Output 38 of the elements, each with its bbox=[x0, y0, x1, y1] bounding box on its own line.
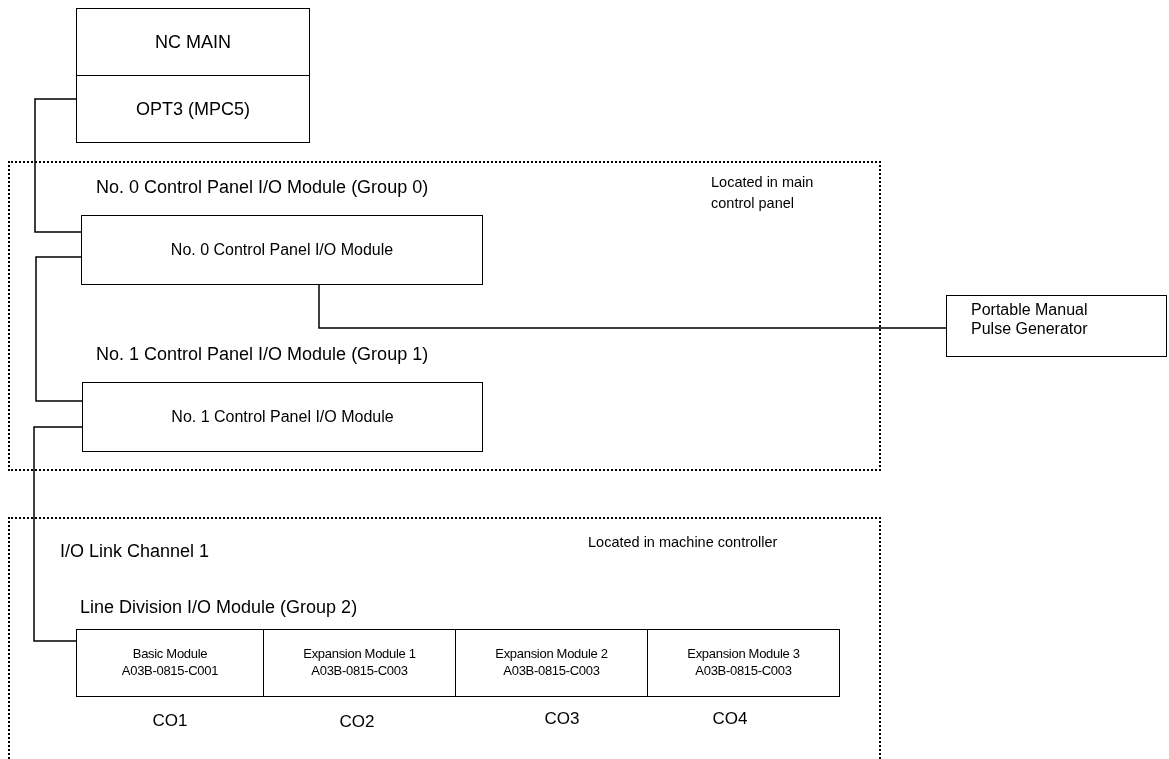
dotted-region-frame bbox=[8, 517, 881, 759]
location-note: Located in machine controller bbox=[588, 534, 778, 551]
component-box bbox=[82, 382, 483, 452]
part-number: A03B-0815-C003 bbox=[311, 663, 408, 680]
connection-line bbox=[35, 256, 83, 402]
connection-line bbox=[318, 284, 947, 329]
box-label: No. 0 Control Panel I/O Module bbox=[170, 241, 394, 259]
component-box bbox=[946, 295, 1167, 357]
module-name: Expansion Module 1 bbox=[303, 646, 416, 663]
location-note: Located in main control panel bbox=[711, 173, 815, 213]
group-heading: No. 0 Control Panel I/O Module (Group 0) bbox=[96, 177, 429, 198]
connector-label: CO4 bbox=[712, 709, 748, 729]
box-label: NC MAIN bbox=[155, 31, 231, 53]
box-label: No. 1 Control Panel I/O Module bbox=[171, 408, 394, 426]
module-box bbox=[76, 629, 264, 697]
part-number: A03B-0815-C001 bbox=[121, 663, 219, 680]
component-box bbox=[81, 215, 483, 285]
module-box bbox=[455, 629, 648, 697]
part-number: A03B-0815-C003 bbox=[695, 663, 792, 680]
box-label: Portable Manual Pulse Generator bbox=[971, 300, 1089, 339]
connector-label: CO3 bbox=[544, 709, 580, 729]
module-name: Basic Module bbox=[132, 646, 208, 663]
group-heading: No. 1 Control Panel I/O Module (Group 1) bbox=[96, 344, 429, 365]
component-box bbox=[76, 75, 310, 143]
connection-line bbox=[34, 98, 82, 233]
dotted-region-frame bbox=[8, 161, 881, 471]
module-box bbox=[263, 629, 456, 697]
connection-line bbox=[33, 426, 83, 642]
module-name: Expansion Module 2 bbox=[495, 646, 608, 663]
module-box bbox=[647, 629, 840, 697]
part-number: A03B-0815-C003 bbox=[503, 663, 600, 680]
component-box bbox=[76, 8, 310, 76]
connector-label: CO2 bbox=[339, 712, 375, 732]
group-heading: Line Division I/O Module (Group 2) bbox=[80, 597, 358, 618]
module-name: Expansion Module 3 bbox=[687, 646, 800, 663]
group-heading: I/O Link Channel 1 bbox=[60, 541, 210, 562]
connector-label: CO1 bbox=[152, 711, 188, 731]
box-label: OPT3 (MPC5) bbox=[136, 98, 250, 120]
